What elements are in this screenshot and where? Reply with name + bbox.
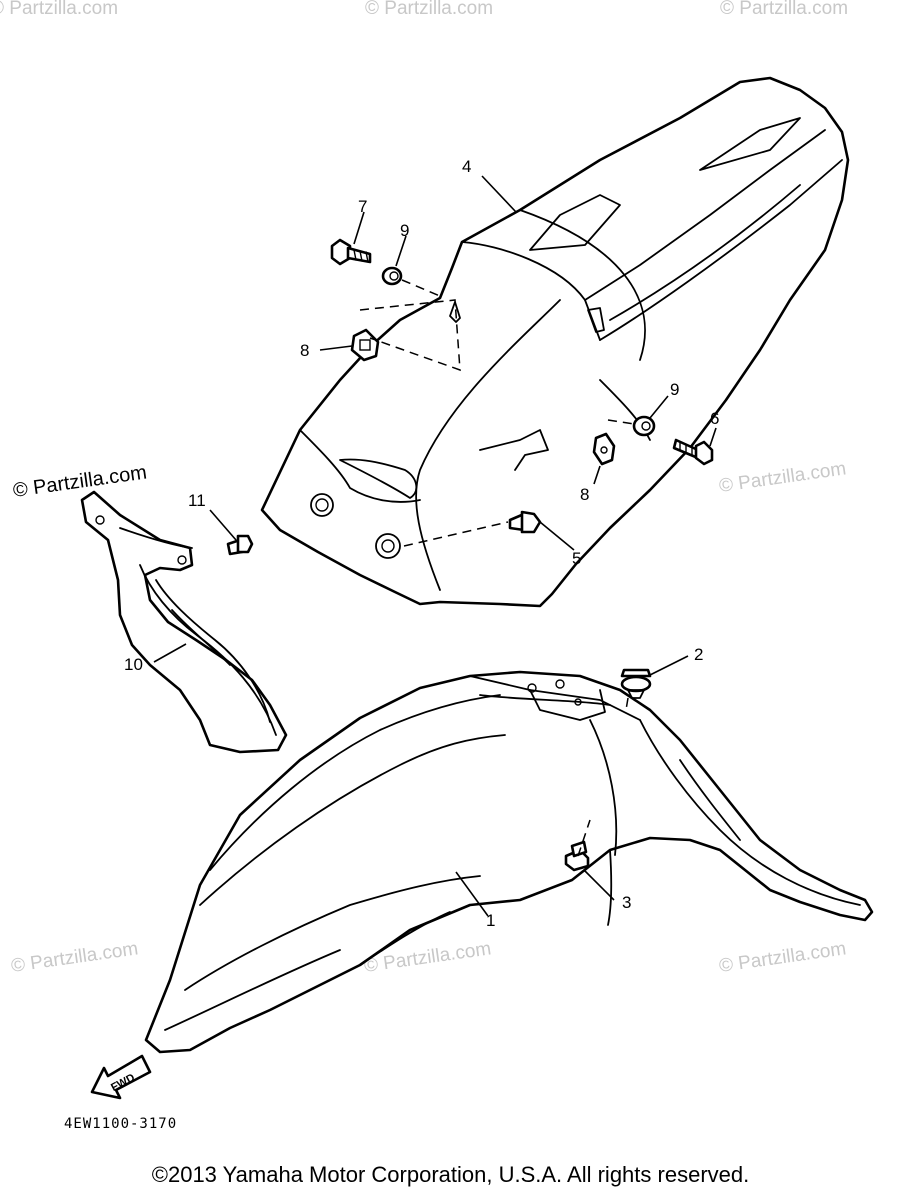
watermark-mid-right: © Partzilla.com bbox=[718, 458, 848, 497]
forward-arrow: FWD bbox=[90, 1054, 152, 1100]
callout-1: 1 bbox=[486, 911, 495, 930]
watermark-top-center: © Partzilla.com bbox=[365, 0, 493, 19]
damper-9-right bbox=[632, 415, 656, 437]
watermark-left-dark: © Partzilla.com bbox=[12, 461, 149, 502]
watermark-top-left: © Partzilla.com bbox=[0, 0, 118, 19]
callout-8-upper: 8 bbox=[300, 341, 309, 360]
drawing-code: 4EW1100-3170 bbox=[64, 1116, 177, 1132]
callout-7: 7 bbox=[358, 197, 367, 216]
bolt-6 bbox=[672, 438, 714, 466]
callout-4: 4 bbox=[462, 157, 471, 176]
nut-8-upper bbox=[350, 328, 380, 362]
leader-lines bbox=[153, 175, 717, 917]
copyright-notice: ©2013 Yamaha Motor Corporation, U.S.A. A… bbox=[151, 1162, 750, 1187]
nut-8-lower bbox=[592, 432, 616, 466]
watermark-top-right: © Partzilla.com bbox=[720, 0, 848, 19]
callout-11: 11 bbox=[188, 491, 206, 510]
callout-10: 10 bbox=[124, 655, 143, 674]
watermark-low-left: © Partzilla.com bbox=[10, 938, 140, 977]
grommet-2 bbox=[620, 668, 652, 699]
assembly-lines bbox=[359, 279, 635, 857]
hardware bbox=[226, 238, 714, 872]
callout-8-lower: 8 bbox=[580, 485, 589, 504]
bolt-5 bbox=[508, 510, 542, 534]
callouts: 4 7 9 8 9 6 8 5 11 10 2 3 1 bbox=[124, 157, 719, 930]
damper-9-upper bbox=[381, 266, 403, 286]
watermark-low-right: © Partzilla.com bbox=[718, 938, 848, 977]
front-fender bbox=[144, 670, 874, 1054]
callout-6: 6 bbox=[710, 409, 719, 428]
bolt-11 bbox=[226, 534, 254, 556]
callout-9-right: 9 bbox=[670, 380, 679, 399]
rear-fender bbox=[260, 76, 850, 608]
mud-flap bbox=[80, 490, 288, 754]
callout-2: 2 bbox=[694, 645, 703, 664]
callout-9-upper: 9 bbox=[400, 221, 409, 240]
callout-3: 3 bbox=[622, 893, 631, 912]
bolt-7 bbox=[330, 238, 372, 266]
callout-5: 5 bbox=[572, 549, 581, 568]
